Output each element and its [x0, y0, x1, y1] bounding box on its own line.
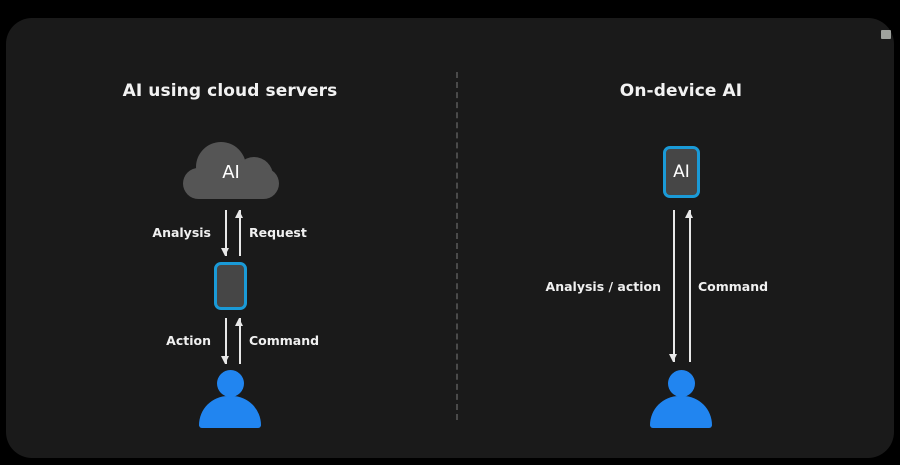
arrow-shaft [673, 210, 675, 362]
right-section-title: On-device AI [619, 81, 743, 101]
person-body [199, 396, 261, 428]
label-action: Action [166, 333, 211, 348]
label-command-left: Command [249, 333, 320, 348]
arrow-shaft [225, 318, 227, 364]
arrow-analysis-action-down [669, 210, 678, 362]
person-body [650, 396, 712, 428]
person-head [668, 370, 695, 397]
arrow-request-up [235, 210, 244, 256]
arrowhead-up-icon [235, 210, 243, 218]
arrowhead-up-icon [235, 318, 243, 326]
label-analysis-action: Analysis / action [545, 279, 661, 294]
corner-artifact [881, 30, 891, 39]
label-command-right: Command [698, 279, 769, 294]
arrowhead-down-icon [221, 248, 229, 256]
arrow-command-up-right [685, 210, 694, 362]
left-section-title: AI using cloud servers [122, 81, 338, 101]
smartphone-icon-left [214, 262, 247, 310]
arrowhead-down-icon [669, 354, 677, 362]
arrow-shaft [239, 210, 241, 256]
arrow-shaft [225, 210, 227, 256]
diagram-panel: AI using cloud servers On-device AI AI A… [6, 18, 894, 458]
person-icon-left [199, 370, 261, 428]
cloud-body [183, 168, 279, 199]
arrowhead-down-icon [221, 356, 229, 364]
person-head [217, 370, 244, 397]
cloud-icon: AI [183, 142, 279, 199]
phone-right-ai-label: AI [673, 162, 690, 182]
arrow-analysis-down [221, 210, 230, 256]
section-divider [456, 72, 458, 420]
arrow-action-down [221, 318, 230, 364]
arrow-shaft [689, 210, 691, 362]
label-analysis: Analysis [152, 225, 211, 240]
arrow-command-up [235, 318, 244, 364]
arrowhead-up-icon [685, 210, 693, 218]
label-request: Request [249, 225, 307, 240]
smartphone-icon-right: AI [663, 146, 700, 198]
person-icon-right [650, 370, 712, 428]
arrow-shaft [239, 318, 241, 364]
cloud-ai-label: AI [222, 162, 240, 183]
